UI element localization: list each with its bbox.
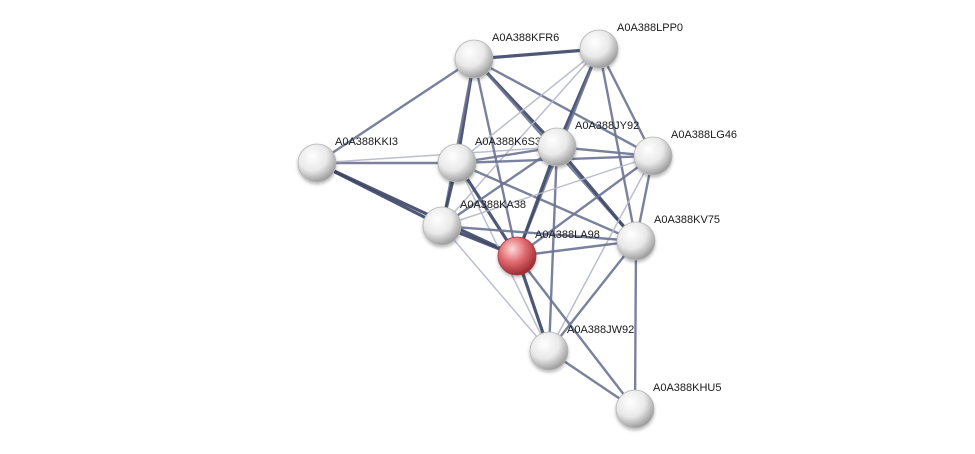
node-label: A0A388JW92	[567, 324, 634, 336]
node-A0A388LPP0[interactable]: A0A388LPP0	[579, 22, 683, 69]
protein-ball[interactable]	[537, 127, 577, 167]
edge-A0A388KV75-A0A388KHU5[interactable]	[633, 239, 638, 411]
protein-ball[interactable]	[529, 331, 569, 371]
edge-A0A388KFR6-A0A388LG46[interactable]	[472, 57, 655, 158]
node-A0A388KV75[interactable]: A0A388KV75	[616, 214, 720, 261]
edge-A0A388LPP0-A0A388K6S3[interactable]	[456, 48, 600, 164]
node-A0A388KHU5[interactable]: A0A388KHU5	[615, 382, 722, 429]
node-A0A388JY92[interactable]: A0A388JY92	[537, 120, 639, 167]
node-A0A388K6S3[interactable]: A0A388K6S3	[437, 136, 541, 183]
protein-ball[interactable]	[437, 143, 477, 183]
node-A0A388KFR6[interactable]: A0A388KFR6	[454, 32, 559, 79]
node-label: A0A388KV75	[654, 214, 720, 226]
protein-ball[interactable]	[422, 206, 462, 246]
node-label: A0A388KHU5	[653, 382, 722, 394]
protein-ball[interactable]	[615, 389, 655, 429]
node-label: A0A388JY92	[575, 120, 639, 132]
edge-A0A388KA38-A0A388JW92[interactable]	[441, 225, 550, 352]
node-A0A388LA98[interactable]: A0A388LA98	[497, 229, 600, 276]
edge-A0A388LG46-A0A388LA98[interactable]	[515, 154, 655, 258]
edge-A0A388KFR6-A0A388LPP0[interactable]	[472, 47, 601, 61]
protein-ball[interactable]	[633, 136, 673, 176]
protein-ball[interactable]	[616, 221, 656, 261]
edge-A0A388JY92-A0A388JW92[interactable]	[547, 145, 559, 353]
node-A0A388KA38[interactable]: A0A388KA38	[422, 199, 526, 246]
query-protein-ball[interactable]	[497, 236, 537, 276]
edge-A0A388K6S3-A0A388KV75[interactable]	[455, 161, 638, 243]
edge-A0A388KKI3-A0A388JY92[interactable]	[316, 146, 558, 164]
node-label: A0A388LG46	[671, 129, 737, 141]
edge-A0A388LPP0-A0A388KA38[interactable]	[441, 48, 600, 227]
protein-ball[interactable]	[454, 39, 494, 79]
edge-A0A388LA98-A0A388KV75[interactable]	[515, 239, 638, 258]
edge-A0A388LPP0-A0A388LG46[interactable]	[597, 47, 655, 158]
edge-A0A388JY92-A0A388KV75[interactable]	[555, 145, 638, 243]
node-A0A388LG46[interactable]: A0A388LG46	[633, 129, 737, 176]
edge-A0A388KKI3-A0A388LA98[interactable]	[315, 161, 519, 258]
edge-A0A388LA98-A0A388KHU5[interactable]	[515, 254, 637, 411]
node-label: A0A388KFR6	[492, 32, 559, 44]
edge-A0A388LG46-A0A388KA38[interactable]	[441, 155, 654, 227]
node-label: A0A388KA38	[460, 199, 526, 211]
node-label: A0A388LPP0	[617, 22, 683, 34]
node-A0A388KKI3[interactable]: A0A388KKI3	[297, 136, 398, 183]
edge-A0A388LPP0-A0A388KV75[interactable]	[597, 47, 638, 243]
node-A0A388JW92[interactable]: A0A388JW92	[529, 324, 634, 371]
edge-A0A388JY92-A0A388KA38[interactable]	[440, 145, 559, 228]
edge-A0A388KV75-A0A388JW92[interactable]	[547, 239, 638, 353]
protein-ball[interactable]	[297, 143, 337, 183]
edge-layer	[315, 47, 655, 411]
edge-A0A388KKI3-A0A388KFR6[interactable]	[315, 57, 476, 165]
node-label: A0A388KKI3	[335, 136, 398, 148]
node-label: A0A388LA98	[535, 229, 600, 241]
protein-ball[interactable]	[579, 29, 619, 69]
node-label: A0A388K6S3	[475, 136, 541, 148]
edge-A0A388KA38-A0A388KV75[interactable]	[440, 224, 638, 243]
